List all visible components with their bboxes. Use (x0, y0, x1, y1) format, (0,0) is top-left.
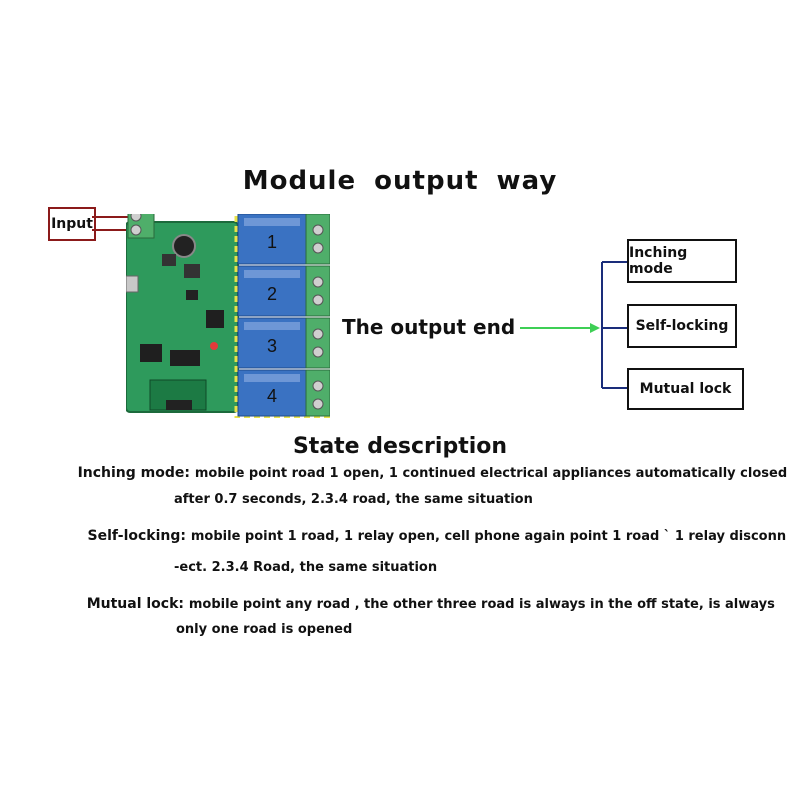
desc-mutual-lock-line2: only one road is opened (176, 622, 353, 637)
relay-number-3: 3 (267, 336, 277, 356)
input-label-box: Input (48, 207, 96, 241)
desc-text: mobile point 1 road, 1 relay open, cell … (190, 529, 787, 544)
relay-number-1: 1 (267, 232, 277, 252)
output-end-label: The output end (342, 315, 516, 339)
relay-number-2: 2 (267, 284, 277, 304)
relay-number-4: 4 (267, 386, 277, 406)
output-connector-lines (520, 261, 627, 389)
desc-inching-line2: after 0.7 seconds, 2.3.4 road, the same … (174, 492, 533, 507)
mode-box-mutual-lock: Mutual lock (627, 368, 744, 410)
state-description-title: State description (292, 434, 508, 459)
page-title: Module output way (242, 166, 558, 196)
mode-box-self-locking: Self-locking (627, 304, 737, 348)
desc-text: mobile point any road , the other three … (188, 597, 775, 612)
desc-self-locking-line2: -ect. 2.3.4 Road, the same situation (174, 560, 438, 575)
desc-mutual-lock-line1: Mutual lock: mobile point any road , the… (28, 596, 775, 612)
desc-self-locking-line1: Self-locking: mobile point 1 road, 1 rel… (26, 528, 787, 544)
desc-text: mobile point road 1 open, 1 continued el… (194, 466, 788, 481)
desc-inching-line1: Inching mode: mobile point road 1 open, … (30, 465, 788, 481)
mode-box-inching: Inching mode (627, 239, 737, 283)
desc-label-mutual-lock: Mutual lock: (86, 596, 184, 612)
desc-label-inching: Inching mode: (77, 465, 190, 481)
desc-label-self-locking: Self-locking: (87, 528, 186, 544)
relay-module-board: 1 2 3 4 (126, 214, 330, 418)
